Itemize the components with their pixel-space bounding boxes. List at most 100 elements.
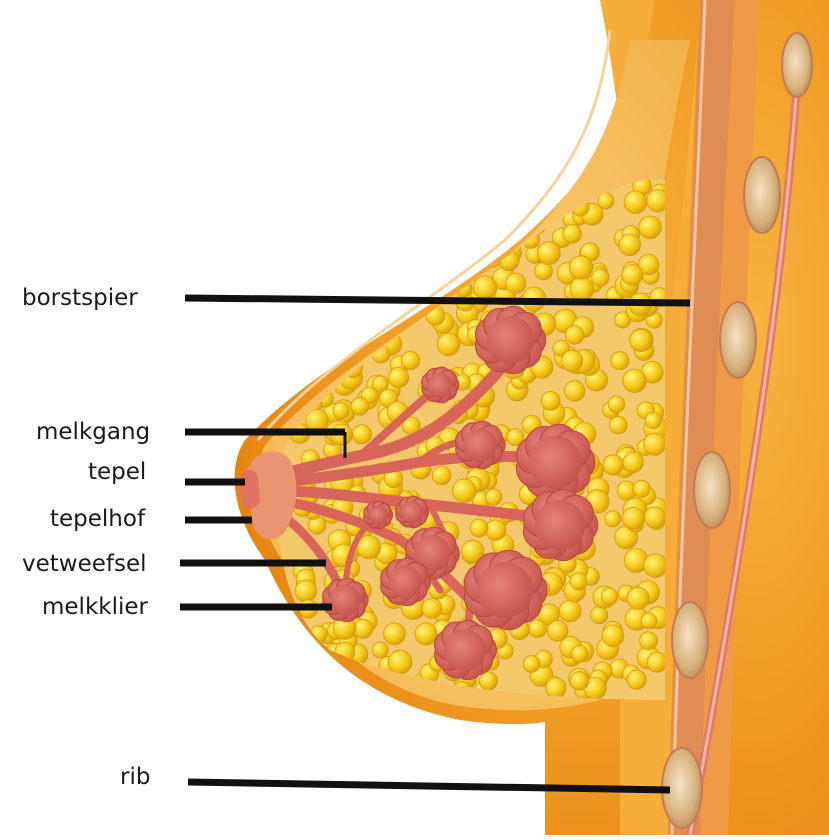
label-melkklier: melkklier — [42, 596, 148, 619]
fat-globule — [334, 334, 353, 353]
fat-globule — [422, 218, 441, 237]
fat-globule — [486, 520, 506, 540]
fat-globule — [640, 632, 658, 650]
fat-globule — [565, 326, 584, 345]
fat-globule — [563, 225, 582, 244]
fat-globule — [603, 455, 623, 475]
fat-globule — [591, 607, 608, 624]
fat-globule — [295, 306, 318, 329]
fat-globule — [506, 273, 526, 293]
fat-globule — [385, 269, 408, 292]
fat-globule — [321, 211, 338, 228]
fat-globule — [370, 237, 393, 260]
fat-globule — [403, 211, 419, 227]
fat-globule — [321, 258, 341, 278]
fat-globule — [305, 207, 329, 231]
fat-globule — [351, 398, 369, 416]
fat-globule — [609, 416, 627, 434]
fat-globule — [319, 232, 336, 249]
gland-lobule — [422, 367, 459, 403]
fat-globule — [565, 381, 585, 401]
fat-globule — [569, 256, 592, 279]
fat-globule — [622, 507, 644, 529]
fat-globule — [437, 333, 460, 356]
gland-lobule — [364, 501, 393, 529]
fat-globule — [592, 269, 609, 286]
fat-globule — [470, 519, 488, 537]
fat-globule — [562, 350, 583, 371]
fat-globule — [644, 554, 667, 577]
fat-globule — [418, 213, 441, 236]
fat-globule — [399, 190, 420, 211]
fat-globule — [336, 266, 358, 288]
fat-globule — [298, 678, 317, 697]
fat-globule — [349, 175, 372, 198]
fat-globule — [605, 511, 621, 527]
fat-globule — [571, 646, 588, 663]
fat-globule — [370, 236, 388, 254]
fat-globule — [379, 238, 398, 257]
fat-globule — [447, 219, 471, 243]
fat-globule — [375, 301, 394, 320]
fat-globule — [295, 580, 317, 602]
fat-globule — [388, 650, 412, 674]
fat-globule — [383, 227, 399, 243]
fat-globule — [541, 392, 560, 411]
gland-lobule — [516, 424, 595, 499]
label-tepel: tepel — [88, 461, 146, 484]
fat-globule — [419, 255, 443, 279]
fat-globule — [644, 507, 665, 528]
rib-bone — [720, 302, 756, 378]
fat-globule — [332, 330, 349, 347]
rib-bone — [782, 33, 812, 97]
fat-globule — [312, 189, 334, 211]
fat-globule — [336, 236, 353, 253]
fat-globule — [619, 234, 641, 256]
fat-globule — [466, 208, 485, 227]
fat-globule — [291, 674, 312, 695]
fat-globule — [538, 242, 561, 265]
fat-globule — [546, 678, 566, 698]
fat-globule — [401, 351, 419, 369]
fat-globule — [385, 224, 404, 243]
gland-lobule — [464, 550, 547, 629]
fat-globule — [452, 479, 476, 503]
fat-globule — [474, 182, 493, 201]
rib-bone — [694, 452, 730, 528]
fat-globule — [393, 228, 416, 251]
fat-globule — [358, 205, 376, 223]
fat-globule — [627, 587, 649, 609]
fat-globule — [310, 306, 330, 326]
fat-globule — [494, 186, 513, 205]
fat-globule — [333, 403, 349, 419]
gland-lobule — [381, 558, 431, 606]
fat-globule — [624, 191, 647, 214]
fat-globule — [342, 268, 364, 290]
fat-globule — [345, 267, 363, 285]
fat-globule — [317, 177, 338, 198]
fat-globule — [392, 175, 412, 195]
fat-globule — [417, 276, 436, 295]
fat-globule — [302, 350, 320, 368]
fat-globule — [422, 598, 442, 618]
fat-globule — [319, 186, 339, 206]
fat-globule — [461, 216, 484, 239]
fat-globule — [454, 223, 470, 239]
fat-globule — [298, 350, 315, 367]
fat-globule — [469, 202, 487, 220]
fat-globule — [429, 268, 450, 289]
fat-globule — [644, 433, 666, 455]
fat-globule — [411, 191, 427, 207]
fat-globule — [354, 619, 373, 638]
fat-globule — [639, 216, 662, 239]
fat-globule — [322, 331, 341, 350]
fat-globule — [465, 210, 482, 227]
fat-globule — [602, 625, 624, 647]
fat-globule — [306, 652, 330, 676]
rib-bone — [744, 157, 780, 233]
fat-globule — [473, 215, 494, 236]
fat-globule — [647, 652, 667, 672]
fat-globule — [389, 367, 409, 387]
